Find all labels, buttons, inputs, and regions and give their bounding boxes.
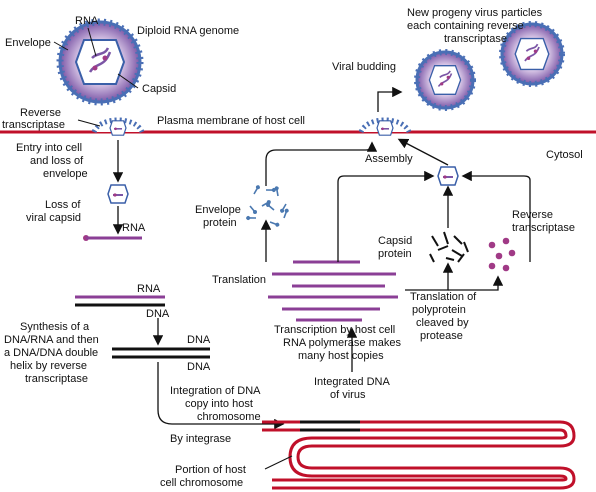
label-by-integrase: By integrase: [170, 433, 231, 445]
label-entry-1: Entry into cell: [16, 142, 82, 154]
label-translation-poly-2: polyprotein: [412, 304, 466, 316]
label-progeny-1: New progeny virus particles: [407, 7, 543, 19]
assembling-capsid: [437, 166, 459, 186]
label-entry-3: envelope: [43, 168, 88, 180]
label-synthesis-3: a DNA/DNA double: [4, 347, 98, 359]
progeny-virus-2: [499, 21, 565, 87]
label-portion-2: cell chromosome: [160, 477, 243, 489]
label-rt-1: Reverse: [20, 107, 61, 119]
label-translation: Translation: [212, 274, 266, 286]
host-chromosome: [262, 420, 576, 490]
label-integrated-2: of virus: [330, 389, 366, 401]
polyprotein-arrow-capsid: [405, 262, 454, 291]
label-translation-poly-3: cleaved by: [416, 317, 469, 329]
integration-arrow: [157, 362, 285, 430]
capsid-protein-fragments: [429, 231, 469, 263]
label-synthesis-4: helix by reverse: [10, 360, 87, 372]
leader-lines: [53, 27, 293, 470]
capsid-after-entry: [107, 184, 129, 204]
released-rna: [83, 235, 142, 241]
label-capsid-protein-2: protein: [378, 248, 412, 260]
label-transcription-2: RNA polymerase makes: [283, 337, 401, 349]
label-rt-enzyme-1: Reverse: [512, 209, 553, 221]
envelope-protein-cluster: [244, 183, 292, 230]
entry-bump: [91, 117, 145, 136]
label-rna-small: RNA: [122, 222, 146, 234]
label-assembly: Assembly: [365, 153, 413, 165]
label-transcription-3: many host copies: [298, 350, 384, 362]
label-cytosol: Cytosol: [546, 149, 583, 161]
label-portion-1: Portion of host: [175, 464, 246, 476]
label-envelope-protein-1: Envelope: [195, 204, 241, 216]
label-capsid-protein-1: Capsid: [378, 235, 412, 247]
label-synthesis-5: transcriptase: [25, 373, 88, 385]
label-envelope-protein-2: protein: [203, 217, 237, 229]
assembly-arrow-from-envelope: [265, 141, 378, 186]
virus-particle-main: [56, 18, 144, 106]
capsid-to-assembly: [337, 170, 435, 262]
budding-arrow: [377, 86, 403, 112]
reverse-transcriptase-dots: [488, 237, 516, 272]
label-integrated-1: Integrated DNA: [314, 376, 390, 388]
label-dna-strand-2: DNA: [187, 361, 211, 373]
label-viral-budding: Viral budding: [332, 61, 396, 73]
polyprotein-arrow-rt: [448, 275, 504, 291]
assembly-bump: [358, 117, 412, 136]
rt-to-assembly: [461, 170, 531, 262]
label-integration-1: Integration of DNA: [170, 385, 261, 397]
label-loss-2: viral capsid: [26, 212, 81, 224]
label-dna-strand-1: DNA: [187, 334, 211, 346]
label-integration-2: copy into host: [185, 398, 253, 410]
label-envelope: Envelope: [5, 37, 51, 49]
label-transcription-1: Transcription by host cell: [274, 324, 395, 336]
label-rna-top: RNA: [75, 15, 99, 27]
label-integration-3: chromosome: [197, 411, 261, 423]
label-entry-2: and loss of: [30, 155, 84, 167]
mrna-copies: [268, 260, 398, 322]
label-rna-hybrid: RNA: [137, 283, 161, 295]
label-translation-poly-1: Translation of: [410, 291, 477, 303]
progeny-virus-1: [414, 49, 476, 111]
label-progeny-3: transcriptase: [444, 33, 507, 45]
label-progeny-2: each containing reverse: [407, 20, 524, 32]
label-loss-1: Loss of: [45, 199, 81, 211]
label-plasma-membrane: Plasma membrane of host cell: [157, 115, 305, 127]
label-translation-poly-4: protease: [420, 330, 463, 342]
label-synthesis-1: Synthesis of a: [20, 321, 90, 333]
label-synthesis-2: DNA/RNA and then: [4, 334, 99, 346]
label-dna-hybrid: DNA: [146, 308, 170, 320]
label-rt-enzyme-2: transcriptase: [512, 222, 575, 234]
label-rt-2: transcriptase: [2, 119, 65, 131]
label-diploid-genome: Diploid RNA genome: [137, 25, 239, 37]
assembly-arrow-from-capsid: [397, 138, 449, 166]
label-capsid: Capsid: [142, 83, 176, 95]
